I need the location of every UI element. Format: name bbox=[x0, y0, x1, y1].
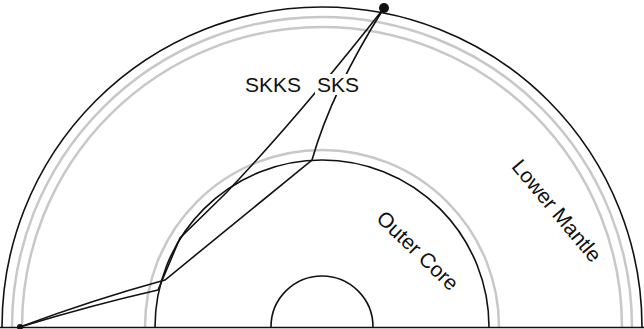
source-dot bbox=[379, 3, 389, 13]
skks-ray bbox=[20, 8, 384, 327]
core-mantle-boundary bbox=[155, 160, 489, 327]
ray-label: SKS bbox=[315, 74, 361, 95]
earth-surface bbox=[2, 7, 642, 327]
inner-core-boundary bbox=[271, 276, 373, 327]
sks-ray bbox=[20, 8, 384, 327]
transition-zone-boundary bbox=[22, 27, 622, 327]
ray-label: SKKS bbox=[243, 74, 303, 95]
upper-mantle-boundary bbox=[12, 17, 632, 327]
d-double-prime-boundary bbox=[145, 150, 499, 327]
baseline bbox=[0, 327, 644, 329]
receiver-dot bbox=[17, 324, 23, 329]
